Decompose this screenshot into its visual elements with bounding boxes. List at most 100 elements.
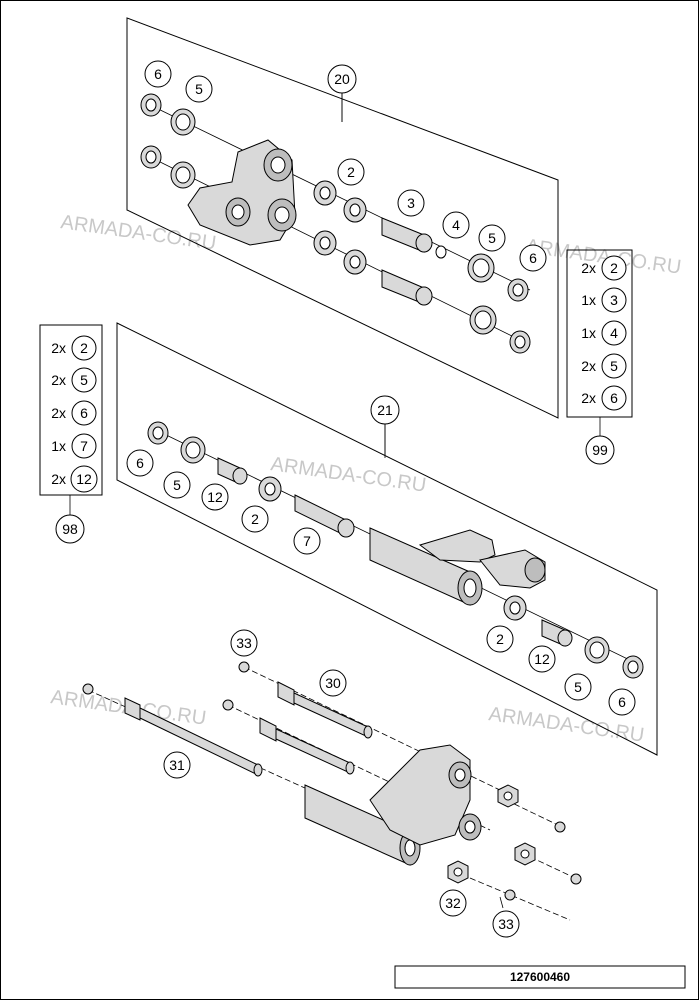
screw-part-33-upper <box>238 661 250 673</box>
kit-99-qty-5: 2x <box>581 390 596 406</box>
callout-mid-5: 5 <box>173 477 181 493</box>
callout-21: 21 <box>377 402 393 418</box>
callout-31-circle <box>163 751 191 779</box>
callout-33a: 33 <box>236 635 252 651</box>
kit-98-row-2: 2x 5 <box>51 367 97 393</box>
callout-top-2: 2 <box>347 164 355 180</box>
kit-99-part-5: 6 <box>610 390 618 406</box>
callout-21-circle <box>370 395 400 425</box>
bushing-part-2-low <box>503 595 527 621</box>
callout-mid-5-circle <box>163 471 191 499</box>
bushing-part-2-d <box>343 249 367 275</box>
bearing-part-6-top <box>140 93 162 117</box>
kit-99-qty-3: 1x <box>581 325 596 341</box>
kit-99-part-3: 4 <box>610 325 618 341</box>
assembly-21-panel <box>116 322 658 756</box>
drawing-code-box <box>394 965 686 989</box>
bushing-part-2-b <box>343 197 367 223</box>
ring-part-4 <box>435 245 447 259</box>
kit-99-qty-2: 1x <box>581 292 596 308</box>
kit-98-qty-4: 1x <box>51 438 66 454</box>
kit-99-row-3: 1x 4 <box>581 320 627 346</box>
bolt-part-30-lower <box>259 717 355 775</box>
sleeve-part-3 <box>381 217 433 253</box>
callout-top-3: 3 <box>407 195 415 211</box>
screw-part-33-left <box>82 683 94 695</box>
callout-30: 30 <box>325 675 341 691</box>
kit-99-box <box>566 249 633 418</box>
kit-99-qty-4: 2x <box>581 358 596 374</box>
screw-part-33-mid <box>222 699 234 711</box>
bearing-part-6-right-lower <box>509 330 531 354</box>
kit-99-qty-1: 2x <box>581 260 596 276</box>
bushing-part-2-c <box>313 230 337 256</box>
bearing-part-6-right <box>507 278 529 302</box>
bearing-part-6-low <box>622 655 644 679</box>
callout-top-5a: 5 <box>195 81 203 97</box>
spacer-part-12-mid <box>217 457 248 485</box>
bearing-part-6-mid <box>147 421 169 445</box>
nut-part-32-upper <box>497 784 519 808</box>
kit-98-row-3: 2x 6 <box>51 400 97 426</box>
linkage-arm-21 <box>369 527 546 606</box>
callout-low-2: 2 <box>496 631 504 647</box>
kit-98-qty-5: 2x <box>51 471 66 487</box>
callout-low-2-circle <box>486 625 514 653</box>
callout-mid-7-circle <box>293 527 321 555</box>
kit-99-row-2: 1x 3 <box>581 287 627 313</box>
bushing-part-2-mid <box>258 476 282 502</box>
callout-20: 20 <box>334 71 350 87</box>
kit-98-row-5: 2x 12 <box>51 465 98 493</box>
callout-low-12: 12 <box>534 651 550 667</box>
deflection-lever-20 <box>187 139 297 246</box>
callout-33b: 33 <box>498 916 514 932</box>
callout-top-5b-circle <box>478 224 506 252</box>
kit-98-qty-1: 2x <box>51 340 66 356</box>
kit-98-row-4: 1x 7 <box>51 433 97 459</box>
callout-mid-6-circle <box>126 449 154 477</box>
sleeve-part-3-lower <box>381 269 433 306</box>
callout-low-5: 5 <box>574 679 582 695</box>
callout-98: 98 <box>62 521 78 537</box>
kit-98-part-1: 2 <box>80 340 88 356</box>
kit-98-row-1: 2x 2 <box>51 335 97 361</box>
seal-ring-part-5-mid <box>180 436 206 464</box>
callout-mid-7: 7 <box>303 533 311 549</box>
watermark-3: ARMADA-CO.RU <box>269 453 427 497</box>
callout-20-circle <box>327 64 357 94</box>
seal-ring-part-5-right <box>467 253 495 283</box>
sleeve-part-7 <box>294 494 355 538</box>
assembly-20-panel <box>126 17 559 419</box>
kit-98-qty-2: 2x <box>51 372 66 388</box>
screw-part-33-bottom <box>504 889 516 901</box>
kit-98-qty-3: 2x <box>51 405 66 421</box>
kit-99-row-5: 2x 6 <box>581 385 627 411</box>
callout-top-6a-circle <box>144 60 172 88</box>
kit-99-part-1: 2 <box>610 260 618 276</box>
callout-top-5a-circle <box>185 75 213 103</box>
kit-99-row-1: 2x 2 <box>581 255 627 281</box>
callout-mid-12-circle <box>201 483 229 511</box>
nut-part-32-bottom <box>447 860 469 884</box>
spacer-part-12-low <box>541 619 573 647</box>
callout-low-5-circle <box>564 673 592 701</box>
callout-top-2-circle <box>337 158 365 186</box>
callout-top-6b: 6 <box>529 250 537 266</box>
kit-98-part-4: 7 <box>80 438 88 454</box>
nut-part-32-lower <box>514 842 536 866</box>
assembled-linkage <box>304 744 482 866</box>
callout-32: 32 <box>445 895 461 911</box>
kit-99-row-4: 2x 5 <box>581 353 627 379</box>
seal-ring-part-5-top-lower <box>170 161 196 189</box>
watermark-1: ARMADA-CO.RU <box>59 211 217 255</box>
drawing-code: 127600460 <box>510 970 570 984</box>
kit-99-part-4: 5 <box>610 358 618 374</box>
callout-low-6: 6 <box>618 694 626 710</box>
callout-top-5b: 5 <box>488 230 496 246</box>
callout-top-4-circle <box>442 211 470 239</box>
callout-top-4: 4 <box>452 217 460 233</box>
callout-mid-2: 2 <box>251 511 259 527</box>
